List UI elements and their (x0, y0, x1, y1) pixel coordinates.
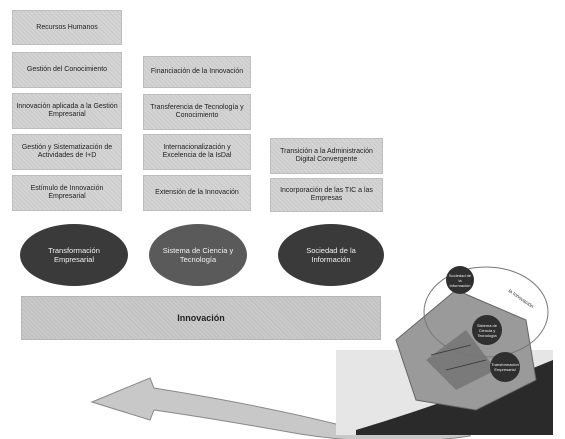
box-financiacion: Financiación de la Innovación (143, 56, 251, 88)
box-estimulo-innovacion: Estímulo de Innovación Empresarial (12, 175, 122, 211)
inset-graphic (336, 266, 553, 435)
box-gestion-conocimiento: Gestión del Conocimiento (12, 52, 122, 88)
box-transferencia: Transferencia de Tecnología y Conocimien… (143, 94, 251, 130)
box-extension: Extensión de la Innovación (143, 175, 251, 211)
inset-illustration: la Innovación Sociedad de la Información… (336, 260, 553, 435)
oval-sistema-ciencia: Sistema de Ciencia y Tecnología (149, 224, 247, 286)
sphere-transformacion: Transformación Empresarial (490, 352, 520, 382)
sphere-sociedad: Sociedad de la Información (446, 266, 474, 294)
box-transicion-digital: Transición a la Administración Digital C… (270, 138, 383, 174)
sphere-ciencia: Sistema de Ciencia y Tecnología (472, 315, 502, 345)
box-recursos-humanos: Recursos Humanos (12, 10, 122, 45)
box-incorporacion-tic: Incorporación de las TIC a las Empresas (270, 178, 383, 212)
box-gestion-id: Gestión y Sistematización de Actividades… (12, 134, 122, 170)
oval-sociedad-informacion: Sociedad de la Información (278, 224, 384, 286)
oval-transformacion: Transformación Empresarial (20, 224, 128, 286)
box-innovacion-gestion: Innovación aplicada a la Gestión Empresa… (12, 93, 122, 129)
box-internacionalizacion: Internacionalización y Excelencia de la … (143, 134, 251, 170)
innovation-bar: Innovación (21, 296, 381, 340)
